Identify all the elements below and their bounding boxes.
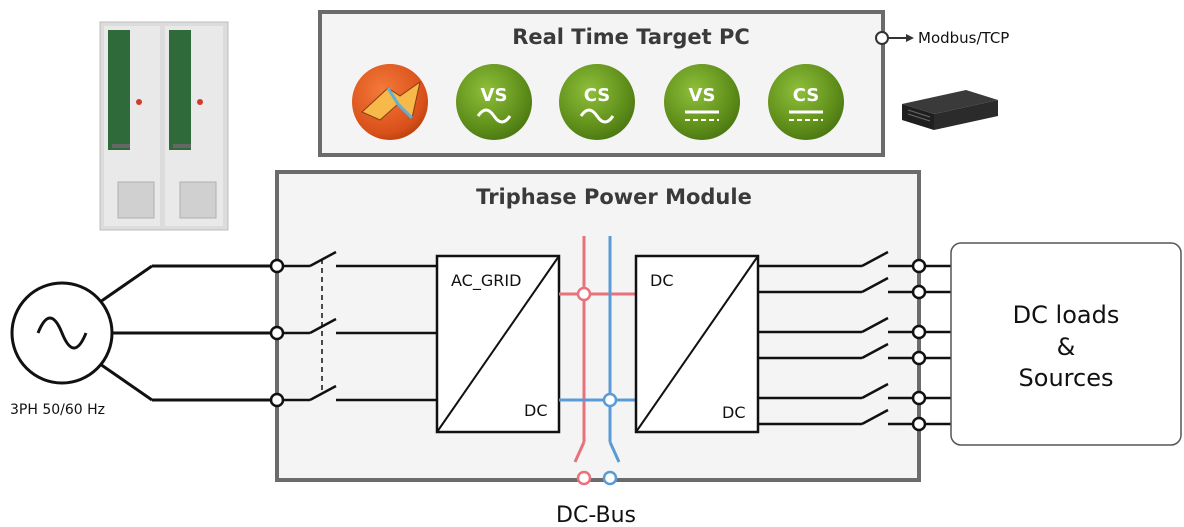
voltage-source-dc-icon: VS	[664, 64, 740, 140]
grid-source-label: 3PH 50/60 Hz	[10, 402, 105, 418]
input-breaker	[269, 250, 437, 408]
voltage-source-ac-icon: VS	[456, 64, 532, 140]
cs-ac-label: CS	[584, 85, 611, 106]
output-breakers	[758, 250, 951, 432]
real-time-target-pc-title: Real Time Target PC	[512, 25, 750, 49]
vs-dc-label: VS	[689, 85, 716, 106]
dc-loads-line1: DC loads	[1013, 301, 1120, 329]
current-source-dc-icon: CS	[768, 64, 844, 140]
dc-converter-bottom-label: DC	[722, 403, 746, 422]
industrial-pc-image	[902, 90, 998, 130]
dc-loads-line2: &	[1057, 333, 1076, 361]
dc-converter-top-label: DC	[650, 271, 674, 290]
triphase-power-module-box: Triphase Power Module	[275, 170, 921, 482]
modbus-tcp-label: Modbus/TCP	[918, 29, 1009, 47]
current-source-ac-icon: CS	[559, 64, 635, 140]
ac-dc-converter	[435, 254, 561, 434]
ac-grid-label: AC_GRID	[451, 271, 521, 291]
vs-ac-label: VS	[481, 85, 508, 106]
ac-converter-dc-label: DC	[524, 401, 548, 420]
dc-bus-label: DC-Bus	[556, 503, 636, 527]
dc-loads-sources-box	[950, 242, 1182, 446]
ac-grid-source	[10, 264, 277, 402]
triphase-power-module-title: Triphase Power Module	[476, 185, 752, 209]
dc-bus-lines	[559, 236, 636, 486]
power-cabinet-image	[99, 21, 229, 231]
dc-dc-converter	[634, 254, 760, 434]
matlab-icon	[352, 64, 428, 140]
cs-dc-label: CS	[793, 85, 820, 106]
modbus-port	[875, 31, 914, 45]
dc-loads-line3: Sources	[1019, 364, 1114, 392]
real-time-target-pc-box: Real Time Target PC VS CS VS	[318, 10, 885, 157]
